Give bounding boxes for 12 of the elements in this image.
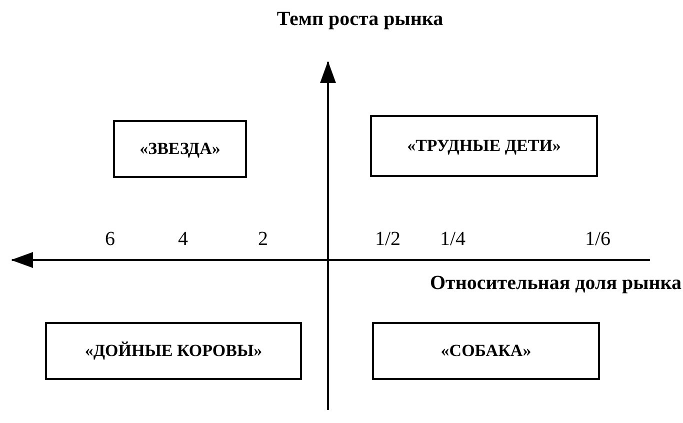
tick-label: 6 [105,228,115,251]
tick-label: 1/6 [585,228,611,251]
quadrant-box: «ЗВЕЗДА» [113,120,247,178]
quadrant-box: «СОБАКА» [372,322,600,380]
axis-title: Темп роста рынка [276,8,444,31]
tick-label: 4 [178,228,188,251]
tick-label: 2 [258,228,268,251]
quadrant-box: «ТРУДНЫЕ ДЕТИ» [370,115,598,177]
axis-title: Относительная доля рынка [430,272,682,295]
tick-label: 1/4 [440,228,466,251]
tick-label: 1/2 [375,228,401,251]
quadrant-box: «ДОЙНЫЕ КОРОВЫ» [45,322,302,380]
